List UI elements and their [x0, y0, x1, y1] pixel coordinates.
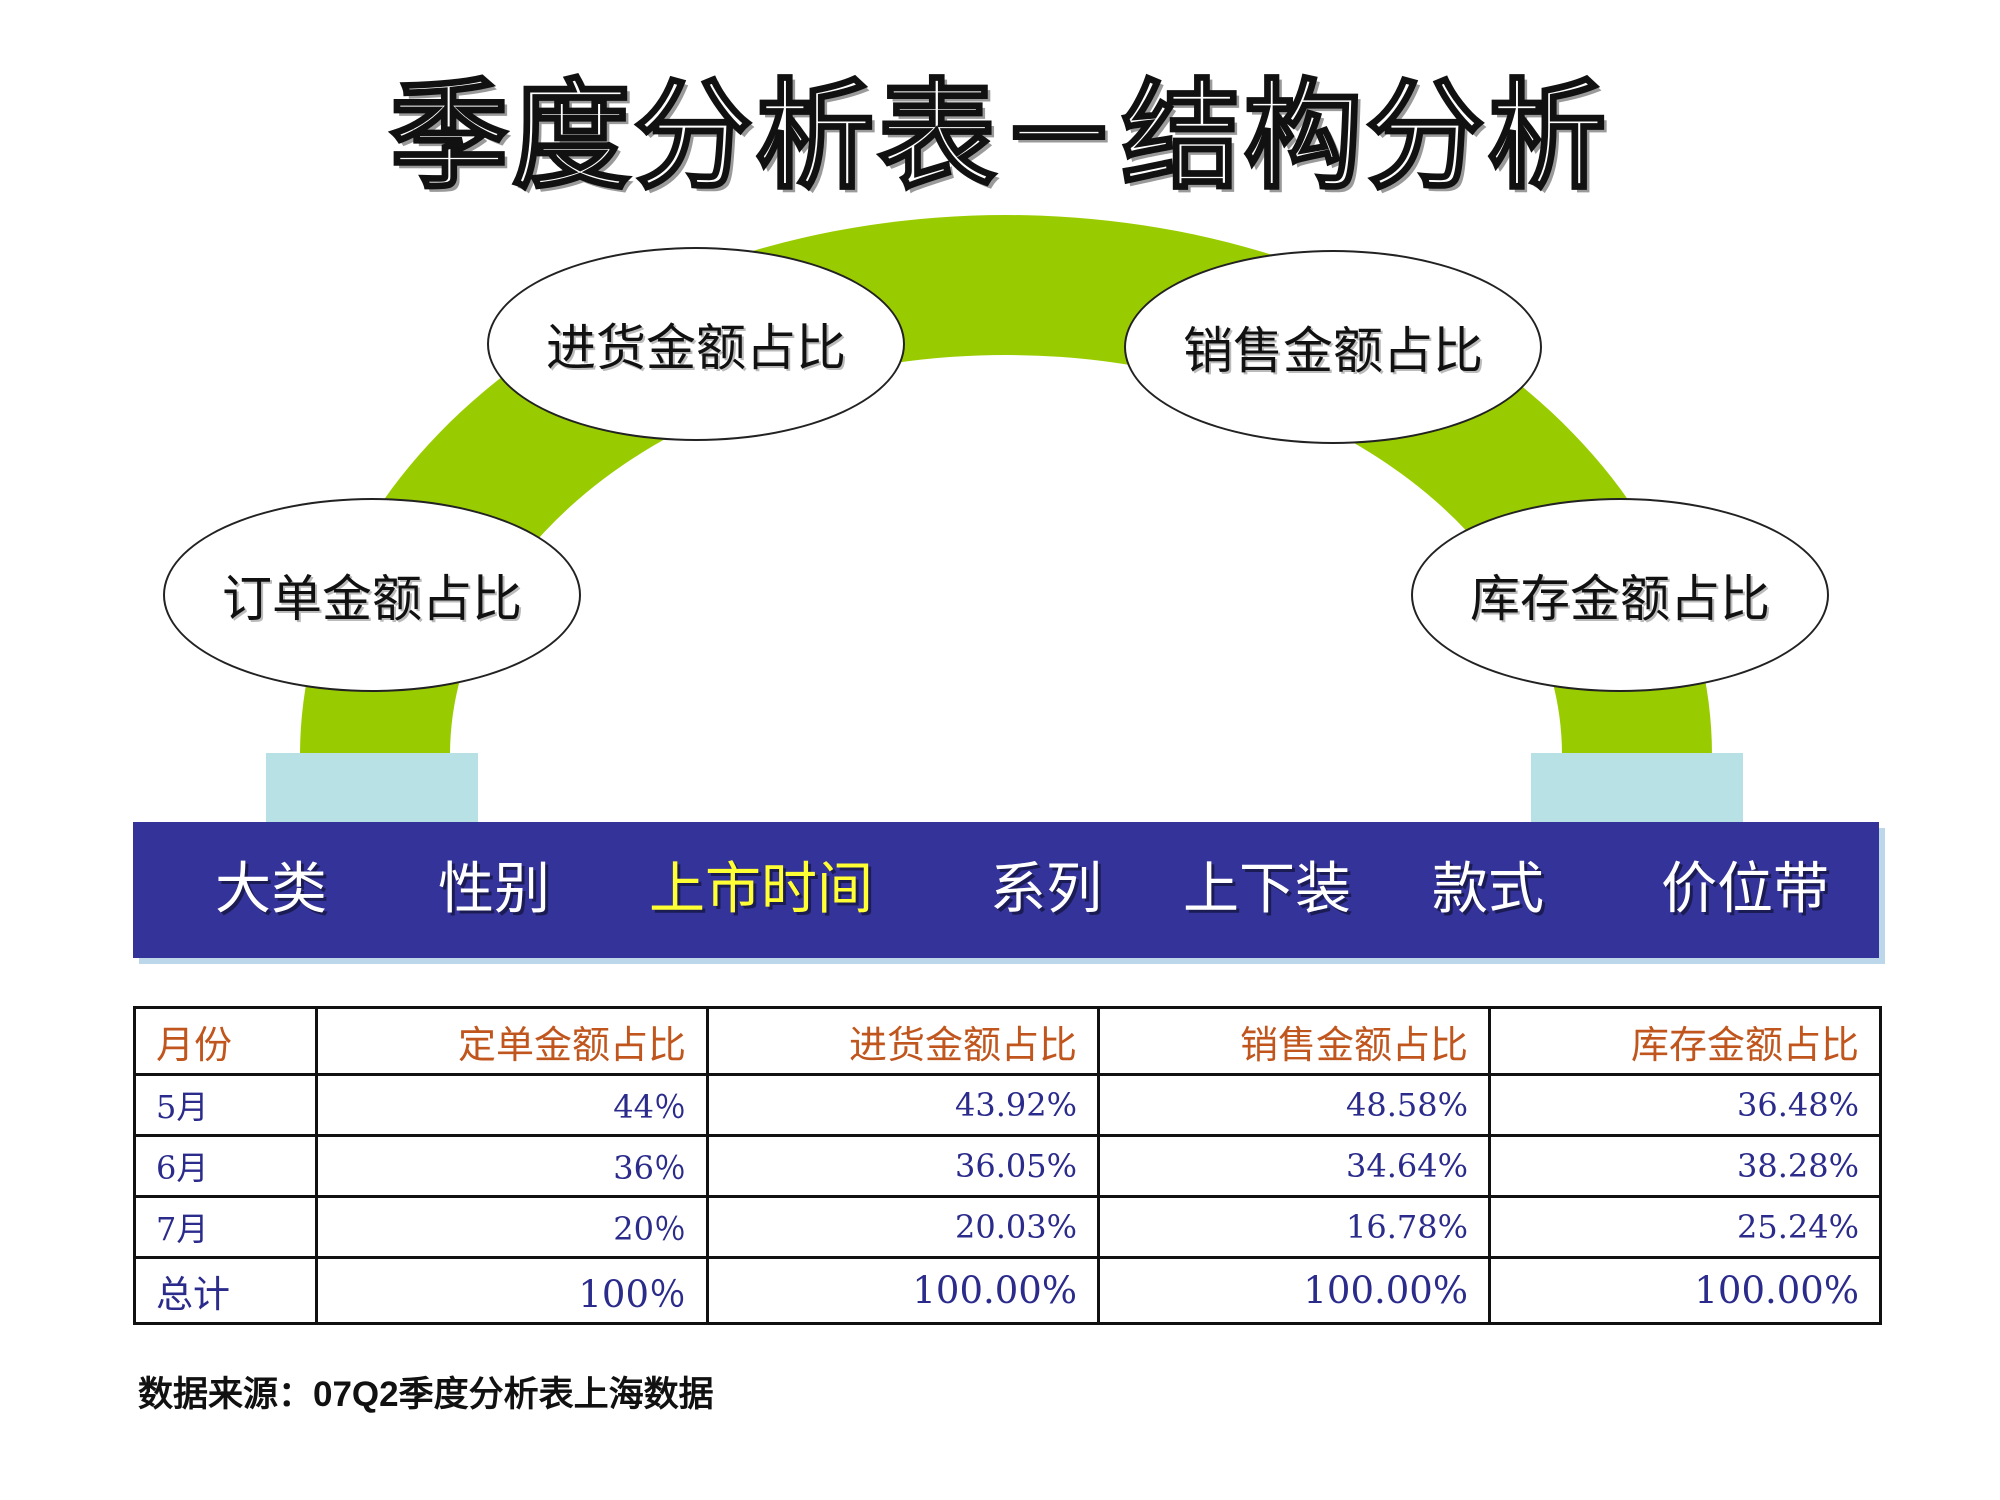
header-month: 月份 [133, 1006, 318, 1076]
cell-inventory-share: 25.24% [1488, 1195, 1882, 1259]
cell-purchase-share: 36.05% [706, 1134, 1100, 1198]
cell-month: 5月 [133, 1073, 318, 1137]
page-title: 季度分析表－结构分析 [388, 66, 1610, 207]
right-pillar [1531, 753, 1743, 825]
header-inventory-share: 库存金额占比 [1488, 1006, 1882, 1076]
cell-purchase-share: 43.92% [706, 1073, 1100, 1137]
dimension-style[interactable]: 款式 [1432, 857, 1544, 922]
cell-order-share: 36％ [315, 1134, 709, 1198]
bubble-purchase-share: 进货金额占比 [487, 247, 905, 441]
header-sales-share: 销售金额占比 [1097, 1006, 1491, 1076]
cell-inventory-share: 38.28% [1488, 1134, 1882, 1198]
bubble-order-share: 订单金额占比 [163, 498, 581, 692]
cell-purchase-share: 20.03% [706, 1195, 1100, 1259]
table-row: 7月 20％ 20.03% 16.78% 25.24% [133, 1195, 1882, 1259]
dimension-top-bottom[interactable]: 上下装 [1183, 857, 1351, 922]
cell-sales-share: 34.64% [1097, 1134, 1491, 1198]
cell-inventory-share: 36.48% [1488, 1073, 1882, 1137]
cell-month: 6月 [133, 1134, 318, 1198]
cell-sales-share: 16.78% [1097, 1195, 1491, 1259]
cell-purchase-share: 100.00% [706, 1256, 1100, 1325]
dimension-series[interactable]: 系列 [990, 857, 1102, 922]
table-row: 6月 36％ 36.05% 34.64% 38.28% [133, 1134, 1882, 1198]
table-row: 5月 44％ 43.92% 48.58% 36.48% [133, 1073, 1882, 1137]
cell-order-share: 100％ [315, 1256, 709, 1325]
cell-inventory-share: 100.00% [1488, 1256, 1882, 1325]
header-order-share: 定单金额占比 [315, 1006, 709, 1076]
cell-sales-share: 100.00% [1097, 1256, 1491, 1325]
cell-order-share: 44％ [315, 1073, 709, 1137]
structure-table: 月份 定单金额占比 进货金额占比 销售金额占比 库存金额占比 5月 44％ 43… [133, 1006, 1882, 1325]
dimension-gender[interactable]: 性别 [438, 857, 550, 922]
dimension-band: 大类 性别 上市时间 系列 上下装 款式 价位带 [133, 822, 1879, 958]
dimension-category[interactable]: 大类 [215, 857, 327, 922]
dimension-price-band[interactable]: 价位带 [1661, 857, 1829, 922]
table-total-row: 总计 100％ 100.00% 100.00% 100.00% [133, 1256, 1882, 1325]
bubble-sales-share: 销售金额占比 [1124, 250, 1542, 444]
bubble-inventory-share: 库存金额占比 [1411, 498, 1829, 692]
cell-sales-share: 48.58% [1097, 1073, 1491, 1137]
left-pillar [266, 753, 478, 825]
data-source-note: 数据来源：07Q2季度分析表上海数据 [138, 1375, 714, 1414]
cell-total-label: 总计 [133, 1256, 318, 1325]
header-purchase-share: 进货金额占比 [706, 1006, 1100, 1076]
table-header-row: 月份 定单金额占比 进货金额占比 销售金额占比 库存金额占比 [133, 1006, 1882, 1076]
dimension-launch-time[interactable]: 上市时间 [649, 857, 873, 922]
cell-order-share: 20％ [315, 1195, 709, 1259]
cell-month: 7月 [133, 1195, 318, 1259]
